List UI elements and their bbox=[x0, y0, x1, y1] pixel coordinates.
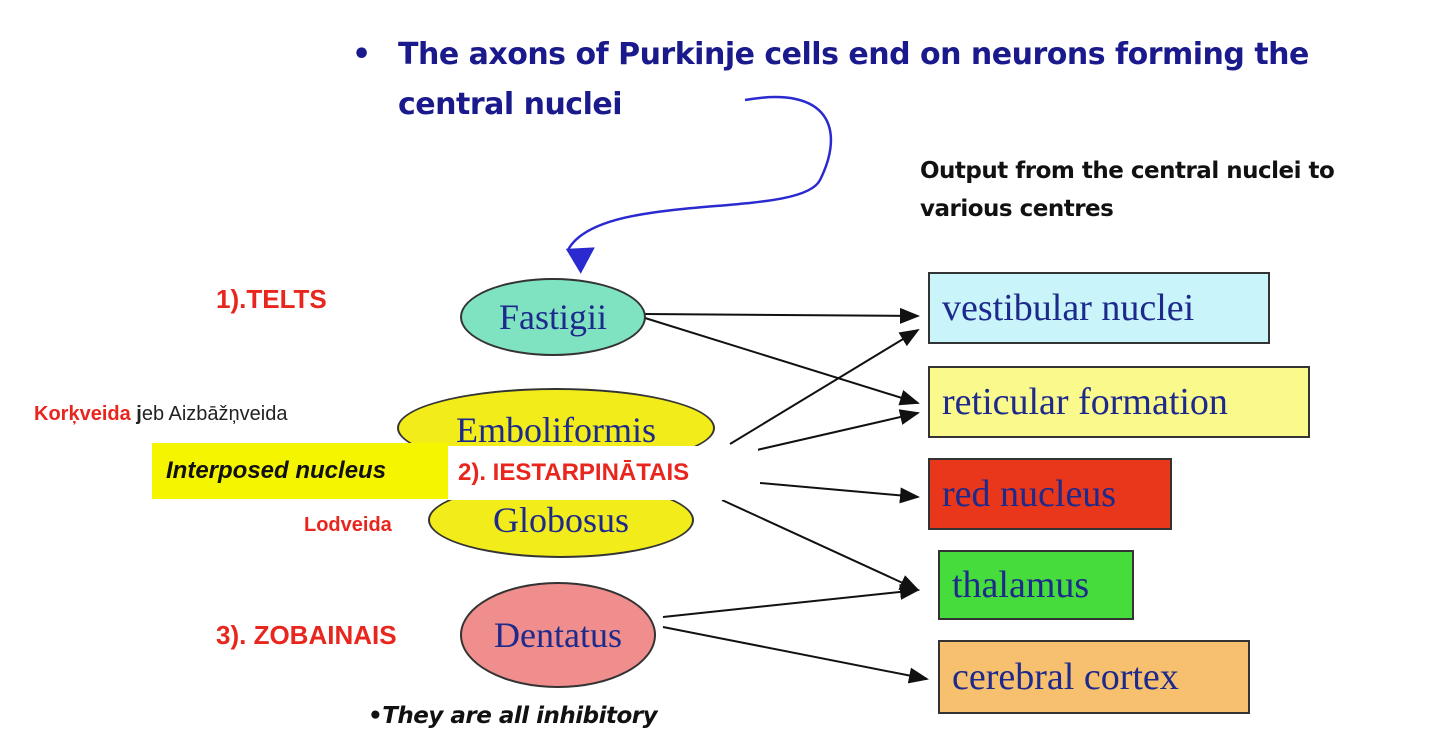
label-lodveida: Lodveida bbox=[304, 514, 392, 536]
arrow-fastigii-vestibular bbox=[644, 307, 920, 324]
arrow-interposed-vestibular bbox=[729, 328, 920, 445]
label-korkveida-rest: eb Aizbāžņveida bbox=[141, 403, 288, 425]
target-thalamus-label: thalamus bbox=[952, 564, 1090, 606]
nucleus-globosus-label: Globosus bbox=[492, 500, 630, 540]
target-vestibular-label: vestibular nuclei bbox=[942, 287, 1195, 329]
nucleus-dentatus-label: Dentatus bbox=[494, 615, 622, 655]
nucleus-fastigii-label: Fastigii bbox=[498, 297, 608, 337]
target-red-nucleus: red nucleus bbox=[928, 458, 1172, 530]
label-telts: 1).TELTS bbox=[216, 284, 327, 314]
nucleus-dentatus: Dentatus bbox=[460, 582, 656, 688]
target-thalamus: thalamus bbox=[938, 550, 1134, 620]
target-red-label: red nucleus bbox=[942, 473, 1117, 515]
target-reticular-formation: reticular formation bbox=[928, 366, 1310, 438]
target-vestibular-nuclei: vestibular nuclei bbox=[928, 272, 1270, 344]
label-korkveida-red: Korķveida bbox=[34, 403, 137, 425]
target-cortex-label: cerebral cortex bbox=[952, 656, 1179, 698]
nucleus-emboliformis-label: Emboliformis bbox=[456, 410, 656, 450]
target-cerebral-cortex: cerebral cortex bbox=[938, 640, 1250, 714]
arrow-interposed-thalamus bbox=[721, 499, 920, 591]
heading-text: The axons of Purkinje cells end on neuro… bbox=[398, 37, 1309, 122]
arrow-dentatus-thalamus bbox=[662, 583, 920, 618]
arrow-interposed-reticular bbox=[734, 409, 920, 456]
nucleus-fastigii: Fastigii bbox=[460, 278, 646, 356]
iestarpinatais-box: 2). IESTARPINĀTAIS bbox=[448, 446, 758, 500]
footer-note: •They are all inhibitory bbox=[368, 703, 658, 729]
label-iestarpinatais: 2). IESTARPINĀTAIS bbox=[458, 459, 690, 486]
label-zobainais: 3). ZOBAINAIS bbox=[216, 620, 397, 650]
arrow-interposed-red bbox=[759, 482, 920, 504]
interposed-highlight: Interposed nucleus bbox=[152, 443, 448, 499]
purkinje-curve-arrow bbox=[565, 95, 833, 274]
label-korkveida-j: j bbox=[136, 403, 142, 425]
target-reticular-label: reticular formation bbox=[942, 381, 1228, 423]
arrow-fastigii-reticular bbox=[644, 317, 920, 406]
label-interposed-nucleus: Interposed nucleus bbox=[166, 457, 387, 484]
label-korkveida: Korķveida jeb Aizbāžņveida bbox=[34, 403, 288, 426]
output-label: Output from the central nuclei to variou… bbox=[920, 158, 1335, 222]
arrow-dentatus-cortex bbox=[662, 626, 929, 684]
heading-bullet: • bbox=[352, 37, 371, 72]
